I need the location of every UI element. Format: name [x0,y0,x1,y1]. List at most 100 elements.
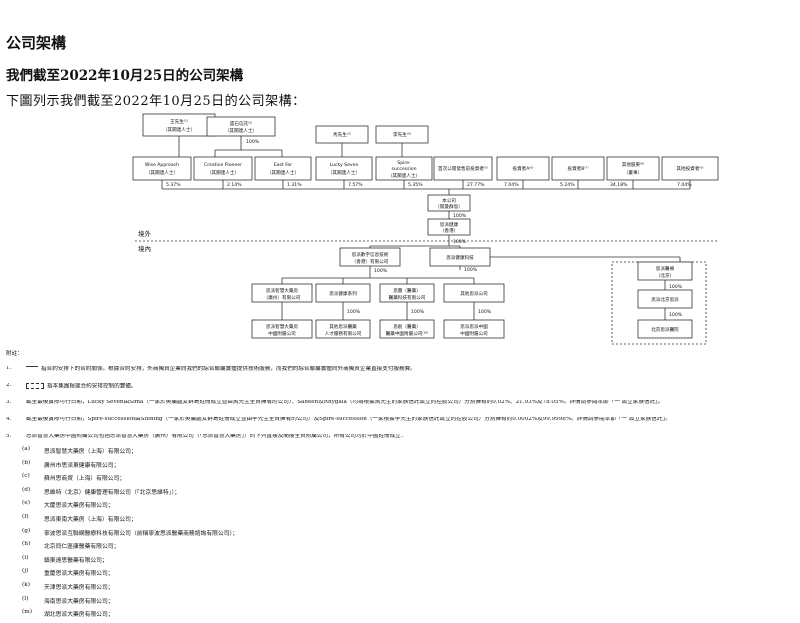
svg-text:Creative Pioneer: Creative Pioneer [204,162,242,168]
pct-lucky-seven: 7.57% [348,182,363,188]
svg-text:（其關連人士）: （其關連人士） [388,172,420,179]
svg-text:思派智慧大藥房: 思派智慧大藥房 [266,287,299,294]
note-item: 2. 指本集團根據合約安排控制的實體。 [6,382,137,390]
svg-text:（其關連人士）: （其關連人士） [328,169,360,176]
note-item: 3. 截至最後實際可行日期，Lucky Seven由Sima（一家於英屬處女群島… [6,399,664,405]
pct-vie-top: 100% [669,284,683,290]
pct-hk-wfoe: 100% [453,239,467,245]
level4-box-health: 思派健康系列 [315,283,371,303]
shareholder-box-ma: 馬先生⁽³⁾ [315,125,369,144]
svg-text:中國附屬公司: 中國附屬公司 [268,330,296,337]
pct-medtech: 100% [411,309,425,315]
shareholder-box-pre-ipo: 首次公開發售前投資者⁽⁵⁾ [433,156,493,181]
svg-text:思派健康: 思派健康 [440,221,459,228]
svg-text:王先生⁽¹⁾: 王先生⁽¹⁾ [170,118,188,125]
pct-other-shareholders: 34.18% [610,182,628,188]
pct-vie-mid: 100% [669,312,683,318]
svg-text:思派思派中國: 思派思派中國 [460,323,488,330]
pct-digital: 100% [374,268,388,274]
level5-box-other-subs: 思派思派中國 中國附屬公司 [443,319,505,339]
shareholder-box-shengshi: 盛石信託⁽²⁾ （其關連人士） [206,116,276,137]
level5-box-talent: 其他思派醫藥 人才服務有限公司 [315,319,371,339]
vie-box-top: 思派醫療 （北京） [637,261,693,281]
offshore-label: 境外 [138,229,152,238]
svg-text:中國附屬公司: 中國附屬公司 [460,330,488,337]
svg-text:本公司: 本公司 [442,197,456,204]
note-item: 5. 思派智慧大藥房中國附屬公司包括思派智慧大藥房（廣州）有限公司（「思派智慧大… [6,433,407,439]
svg-text:East Far: East Far [274,162,292,168]
svg-text:succession: succession [392,166,417,172]
level5-box-pharmacy-subs: 思派智慧大藥房 中國附屬公司 [251,319,313,339]
svg-text:Wise Approach: Wise Approach [145,162,179,168]
svg-text:投資者A⁽⁶⁾: 投資者A⁽⁶⁾ [512,165,533,172]
shareholder-box-creative-pioneer: Creative Pioneer （其關連人士） [193,156,253,181]
level3-box-wfoe: 思派健康科技 [429,247,491,267]
pct-other-investors: 7.04% [677,182,692,188]
svg-text:（開曼群島）: （開曼群島） [435,203,463,210]
pct-wfoe: 100% [464,267,478,273]
svg-text:其他思派公司: 其他思派公司 [460,290,488,297]
shareholder-box-investor-a: 投資者A⁽⁶⁾ [496,156,550,181]
svg-text:（董事）: （董事） [624,169,642,176]
pct-health: 100% [347,309,361,315]
level5-box-medtech-subs: 思創（醫藥） 醫藥中國附屬公司⁽¹⁰⁾ [379,319,435,339]
pct-other: 100% [478,309,492,315]
svg-text:思派北京思派: 思派北京思派 [651,296,679,303]
svg-text:思派數字信息技術: 思派數字信息技術 [352,251,389,258]
shareholder-box-lucky-seven: Lucky Seven （其關連人士） [315,156,373,181]
pct-company-hk: 100% [453,213,467,219]
vie-box-bottom: 北京思派醫院 [637,319,693,339]
level4-box-medtech: 思圖（醫藥） 醫藥科技有限公司 [379,283,435,303]
svg-text:其他股東⁽⁸⁾: 其他股東⁽⁸⁾ [622,161,644,168]
svg-text:李先生⁽⁴⁾: 李先生⁽⁴⁾ [393,131,411,138]
pct-east-far: 1.31% [287,182,302,188]
pct-spire-succession: 5.35% [408,182,423,188]
pct-investor-a: 7.04% [504,182,519,188]
svg-text:盛石信託⁽²⁾: 盛石信託⁽²⁾ [230,120,252,127]
svg-text:（香港）: （香港） [440,227,458,234]
note-item: 1. 指合約安排下的合約關係。根據合約安排，外商獨資企業向我們的綜合聯屬實體提供… [6,365,416,372]
level4-box-pharmacy: 思派智慧大藥房 （廣州）有限公司 [251,283,313,303]
svg-text:馬先生⁽³⁾: 馬先生⁽³⁾ [333,131,351,138]
onshore-label: 境內 [138,244,151,253]
svg-text:（其關連人士）: （其關連人士） [267,169,299,176]
svg-text:（香港）有限公司: （香港）有限公司 [352,258,389,265]
svg-text:人才服務有限公司: 人才服務有限公司 [325,330,362,337]
pct-investor-b: 5.24% [560,182,575,188]
notes-section: 附註： 1. 指合約安排下的合約關係。根據合約安排，外商獨資企業向我們的綜合聯屬… [6,351,796,451]
svg-text:思派健康系列: 思派健康系列 [329,290,357,297]
hk-box: 思派健康 （香港） [427,218,471,236]
pct-shengshi: 100% [246,139,260,145]
svg-text:思圖（醫藥）: 思圖（醫藥） [393,287,421,294]
svg-text:（其關連人士）: （其關連人士） [225,127,257,134]
svg-text:（廣州）有限公司: （廣州）有限公司 [264,294,301,301]
section-heading: 公司架構 [6,34,67,52]
svg-text:投資者B⁽⁷⁾: 投資者B⁽⁷⁾ [567,165,588,172]
svg-text:（北京）: （北京） [656,272,674,279]
shareholder-box-east-far: East Far （其關連人士） [254,156,312,181]
svg-text:（其關連人士）: （其關連人士） [207,169,239,176]
company-box: 本公司 （開曼群島） [427,194,471,212]
level4-box-other: 其他思派公司 [443,283,505,303]
shareholder-box-investor-b: 投資者B⁽⁷⁾ [551,156,605,181]
svg-text:（其關連人士）: （其關連人士） [163,126,195,133]
corporate-structure-diagram: 王先生⁽¹⁾ （其關連人士） 盛石信託⁽²⁾ （其關連人士） 馬先生⁽³⁾ 李先… [132,113,719,345]
shareholder-box-other-investors: 其他投資者⁽⁹⁾ [661,156,719,181]
shareholder-box-other-shareholders: 其他股東⁽⁸⁾ （董事） [606,156,660,181]
svg-text:首次公開發售前投資者⁽⁵⁾: 首次公開發售前投資者⁽⁵⁾ [438,165,488,172]
shareholder-box-spire-succession: Spire- succession （其關連人士） [375,156,433,181]
pct-wise-approach: 5.37% [166,182,181,188]
notes-title: 附註： [6,351,23,357]
svg-text:思派醫療: 思派醫療 [656,265,675,272]
svg-text:（其關連人士）: （其關連人士） [146,169,178,176]
svg-text:思派健康科技: 思派健康科技 [446,254,474,261]
vie-box-mid: 思派北京思派 [637,289,693,309]
shareholder-box-wang: 王先生⁽¹⁾ （其關連人士） [142,113,216,137]
pct-pre-ipo: 27.77% [467,182,485,188]
note-item: 4. 截至最後實際可行日期，Spire-succession由Shining（一… [6,416,671,422]
svg-text:思派智慧大藥房: 思派智慧大藥房 [266,323,299,330]
pct-creative-pioneer: 2.14% [227,182,242,188]
section-subheading: 我們截至2022年10月25日的公司架構 [6,68,244,84]
svg-text:醫藥科技有限公司: 醫藥科技有限公司 [389,294,426,301]
svg-text:其他思派醫藥: 其他思派醫藥 [329,323,357,330]
